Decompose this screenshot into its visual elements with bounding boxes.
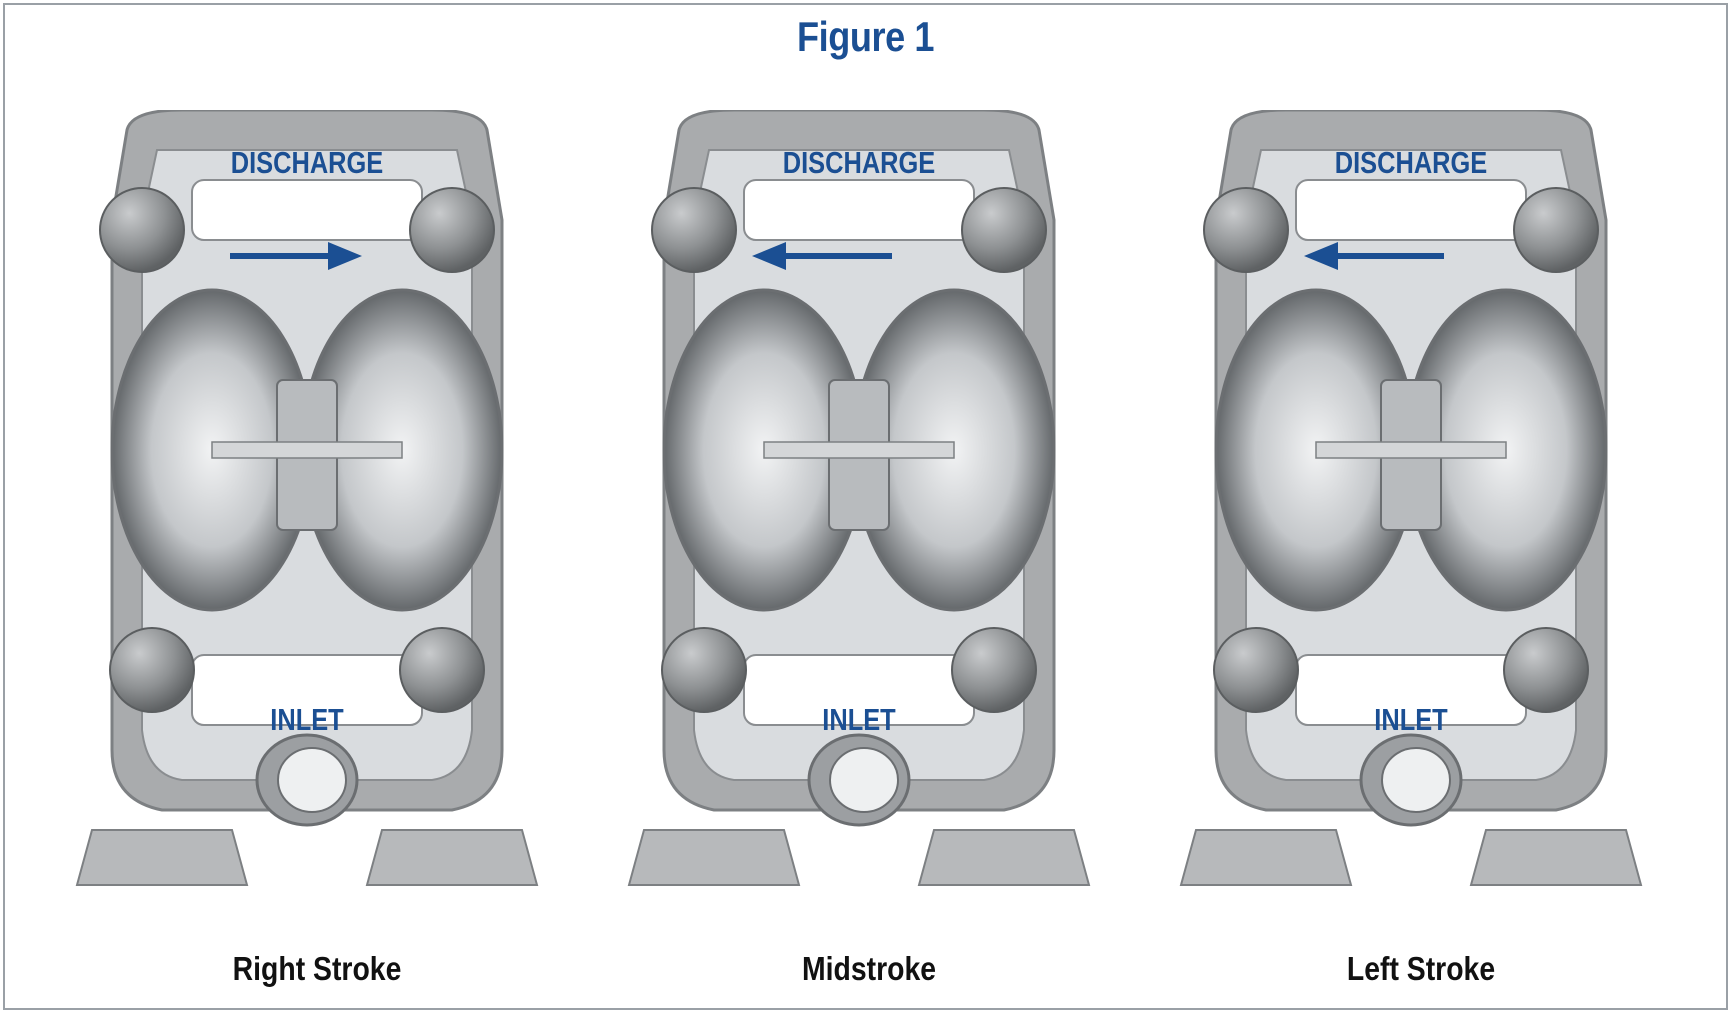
caption-right-stroke: Right Stroke — [232, 950, 402, 987]
upper-opening — [1295, 179, 1527, 241]
shaft — [1315, 441, 1507, 459]
lower-right-ball-icon — [399, 627, 485, 713]
upper-left-ball-icon — [1203, 187, 1289, 273]
left-foot — [1179, 829, 1353, 886]
upper-opening — [743, 179, 975, 241]
discharge-label: DISCHARGE — [782, 145, 936, 180]
shaft — [211, 441, 403, 459]
pump-panel-midstroke: DISCHARGE INLET — [624, 110, 1094, 910]
upper-right-ball-icon — [1513, 187, 1599, 273]
lower-right-ball-icon — [1503, 627, 1589, 713]
shaft — [763, 441, 955, 459]
caption-midstroke: Midstroke — [801, 950, 937, 987]
pump-illustration — [627, 110, 1091, 886]
lower-left-ball-icon — [109, 627, 195, 713]
right-foot — [917, 829, 1091, 886]
arrow-left-icon — [1304, 242, 1338, 270]
right-foot — [1469, 829, 1643, 886]
right-foot — [365, 829, 539, 886]
upper-left-ball-icon — [99, 187, 185, 273]
inlet-port-opening — [829, 747, 899, 813]
inlet-label: INLET — [822, 702, 896, 737]
upper-right-ball-icon — [961, 187, 1047, 273]
upper-left-ball-icon — [651, 187, 737, 273]
lower-left-ball-icon — [661, 627, 747, 713]
inlet-port-opening — [1381, 747, 1451, 813]
pump-panel-left-stroke: DISCHARGE INLET — [1176, 110, 1646, 910]
inlet-label: INLET — [270, 702, 344, 737]
left-foot — [75, 829, 249, 886]
inlet-label: INLET — [1374, 702, 1448, 737]
figure-title: Figure 1 — [796, 13, 935, 60]
upper-opening — [191, 179, 423, 241]
inlet-port-opening — [277, 747, 347, 813]
discharge-label: DISCHARGE — [1334, 145, 1488, 180]
pump-illustration — [75, 110, 539, 886]
upper-right-ball-icon — [409, 187, 495, 273]
arrow-right-icon — [328, 242, 362, 270]
pump-illustration — [1179, 110, 1643, 886]
caption-left-stroke: Left Stroke — [1346, 950, 1496, 987]
lower-left-ball-icon — [1213, 627, 1299, 713]
arrow-left-icon — [752, 242, 786, 270]
discharge-label: DISCHARGE — [230, 145, 384, 180]
left-foot — [627, 829, 801, 886]
pump-panel-right-stroke: DISCHARGE INLET — [72, 110, 542, 910]
lower-right-ball-icon — [951, 627, 1037, 713]
